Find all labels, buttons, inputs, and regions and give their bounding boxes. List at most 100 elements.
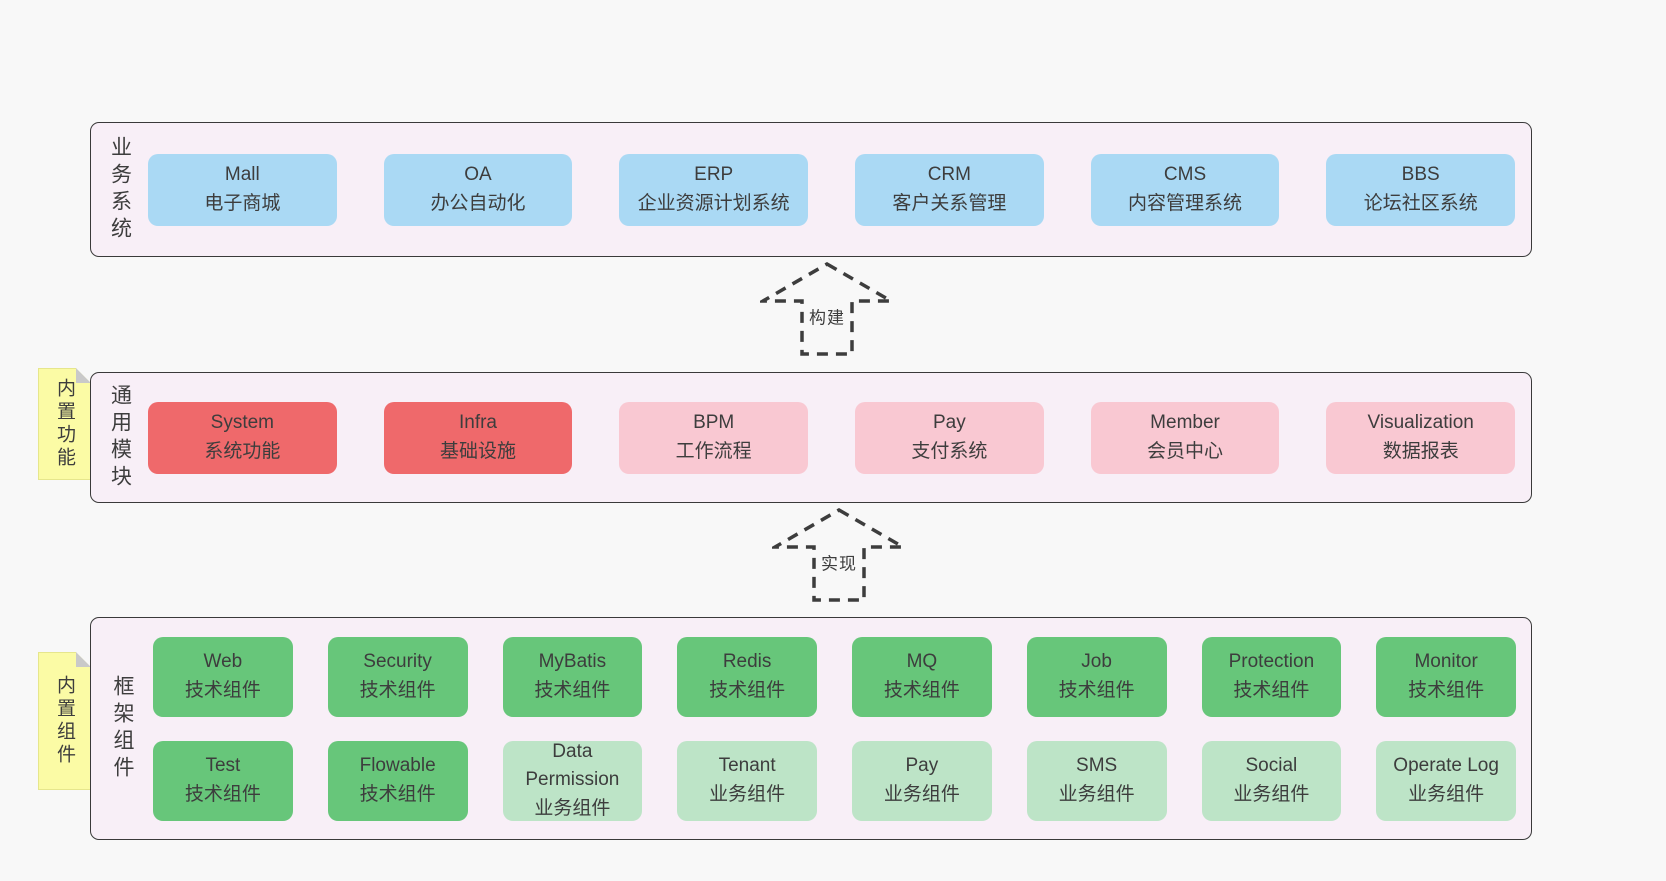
box-subtitle: 业务组件 — [534, 797, 611, 819]
box-subtitle: 技术组件 — [534, 679, 611, 701]
box-visualization: Visualization 数据报表 — [1326, 401, 1516, 474]
box-subtitle: 客户关系管理 — [892, 192, 1007, 214]
box-title: Pay — [905, 755, 939, 776]
box-pay-system: Pay 支付系统 — [855, 401, 1044, 474]
box-monitor: Monitor 技术组件 — [1376, 636, 1516, 717]
box-subtitle: 内容管理系统 — [1128, 192, 1243, 214]
box-title: CRM — [927, 164, 971, 185]
box-subtitle: 技术组件 — [709, 679, 786, 701]
box-title: Security — [363, 651, 432, 672]
box-mq: MQ 技术组件 — [852, 636, 992, 717]
box-title: MQ — [906, 651, 938, 672]
box-subtitle: 电子商城 — [204, 192, 281, 214]
box-title: BPM — [693, 412, 735, 433]
box-title: Protection — [1228, 651, 1315, 672]
box-tenant: Tenant 业务组件 — [677, 740, 817, 821]
box-title: Web — [203, 651, 243, 672]
box-crm: CRM 客户关系管理 — [855, 153, 1044, 226]
box-title: ERP — [694, 164, 734, 185]
section-label-common-modules: 通用模块 — [108, 383, 132, 492]
box-erp: ERP 企业资源计划系统 — [619, 153, 809, 226]
section-label-framework-components: 框架组件 — [111, 674, 134, 783]
implement-arrow-label: 实现 — [818, 548, 860, 576]
build-arrow: 构建 — [760, 261, 894, 357]
box-title: Monitor — [1414, 651, 1478, 672]
box-title: BBS — [1401, 164, 1440, 185]
box-title: Operate Log — [1393, 755, 1499, 776]
section-framework-components: 框架组件 Web 技术组件 Security 技术组件 MyBatis 技术组件… — [90, 617, 1532, 840]
box-subtitle: 企业资源计划系统 — [637, 192, 790, 214]
box-sms: SMS 业务组件 — [1026, 740, 1167, 821]
dashed-up-arrow-icon — [760, 261, 894, 356]
box-web: Web 技术组件 — [153, 636, 293, 717]
implement-arrow: 实现 — [772, 507, 906, 603]
box-subtitle: 基础设施 — [440, 440, 517, 462]
box-subtitle: 业务组件 — [709, 783, 786, 805]
modules-box-row: System 系统功能 Infra 基础设施 BPM 工作流程 Pay 支付系统… — [148, 373, 1531, 502]
box-cms: CMS 内容管理系统 — [1090, 153, 1280, 226]
box-subtitle: 工作流程 — [675, 440, 752, 462]
box-title: Visualization — [1367, 412, 1474, 433]
box-subtitle: 技术组件 — [359, 783, 436, 805]
box-subtitle: 技术组件 — [359, 679, 436, 701]
box-title: Pay — [932, 412, 966, 433]
sticky-note-built-in-components: 内置组件 — [38, 652, 91, 790]
box-subtitle: 技术组件 — [1233, 679, 1310, 701]
box-title: MyBatis — [538, 651, 607, 672]
box-infra: Infra 基础设施 — [383, 401, 573, 474]
box-subtitle: 会员中心 — [1147, 440, 1224, 462]
box-title: System — [210, 412, 275, 433]
section-business-systems: 业务系统 Mall 电子商城 OA 办公自动化 ERP 企业资源计划系统 CRM… — [90, 122, 1532, 257]
dashed-up-arrow-icon — [772, 507, 906, 602]
box-subtitle: 技术组件 — [1058, 679, 1135, 701]
box-title: CMS — [1163, 164, 1207, 185]
box-subtitle: 技术组件 — [883, 679, 960, 701]
box-operate-log: Operate Log 业务组件 — [1376, 740, 1516, 821]
box-pay-component: Pay 业务组件 — [852, 740, 992, 821]
build-arrow-label: 构建 — [806, 302, 848, 330]
box-mybatis: MyBatis 技术组件 — [502, 636, 643, 717]
box-subtitle: 业务组件 — [1408, 783, 1485, 805]
section-common-modules: 通用模块 System 系统功能 Infra 基础设施 BPM 工作流程 Pay… — [90, 372, 1532, 503]
box-title: Job — [1081, 651, 1112, 672]
box-member: Member 会员中心 — [1090, 401, 1280, 474]
box-mall: Mall 电子商城 — [148, 153, 337, 226]
box-title: Social — [1245, 755, 1298, 776]
box-subtitle: 论坛社区系统 — [1363, 192, 1478, 214]
sticky-note-built-in-features: 内置功能 — [38, 368, 91, 480]
box-job: Job 技术组件 — [1026, 636, 1167, 717]
box-redis: Redis 技术组件 — [677, 636, 817, 717]
box-subtitle: 办公自动化 — [430, 192, 526, 214]
box-system: System 系统功能 — [148, 401, 337, 474]
box-title: Test — [205, 755, 241, 776]
framework-row-1: Web 技术组件 Security 技术组件 MyBatis 技术组件 Redi… — [153, 636, 1516, 717]
box-subtitle: 业务组件 — [1058, 783, 1135, 805]
box-oa: OA 办公自动化 — [383, 153, 573, 226]
box-title: OA — [464, 164, 492, 185]
box-flowable: Flowable 技术组件 — [327, 740, 468, 821]
box-subtitle: 技术组件 — [184, 679, 261, 701]
section-label-business-systems: 业务系统 — [108, 135, 132, 244]
box-title: Mall — [224, 164, 260, 185]
box-subtitle: 系统功能 — [204, 440, 281, 462]
box-title: Infra — [458, 412, 498, 433]
business-box-row: Mall 电子商城 OA 办公自动化 ERP 企业资源计划系统 CRM 客户关系… — [148, 123, 1531, 256]
box-title: Data Permission — [525, 740, 620, 791]
box-security: Security 技术组件 — [327, 636, 468, 717]
box-title: Member — [1150, 412, 1220, 433]
box-data-permission: Data Permission 业务组件 — [502, 740, 643, 821]
box-subtitle: 业务组件 — [883, 783, 960, 805]
box-bbs: BBS 论坛社区系统 — [1326, 153, 1516, 226]
box-title: Redis — [722, 651, 772, 672]
box-subtitle: 技术组件 — [1408, 679, 1485, 701]
framework-row-2: Test 技术组件 Flowable 技术组件 Data Permission … — [153, 740, 1516, 821]
box-social: Social 业务组件 — [1201, 740, 1342, 821]
box-subtitle: 业务组件 — [1233, 783, 1310, 805]
box-title: SMS — [1076, 755, 1118, 776]
box-title: Tenant — [718, 755, 776, 776]
box-test: Test 技术组件 — [153, 740, 293, 821]
box-subtitle: 技术组件 — [184, 783, 261, 805]
box-bpm: BPM 工作流程 — [619, 401, 809, 474]
box-subtitle: 支付系统 — [911, 440, 988, 462]
box-title: Flowable — [359, 755, 436, 776]
